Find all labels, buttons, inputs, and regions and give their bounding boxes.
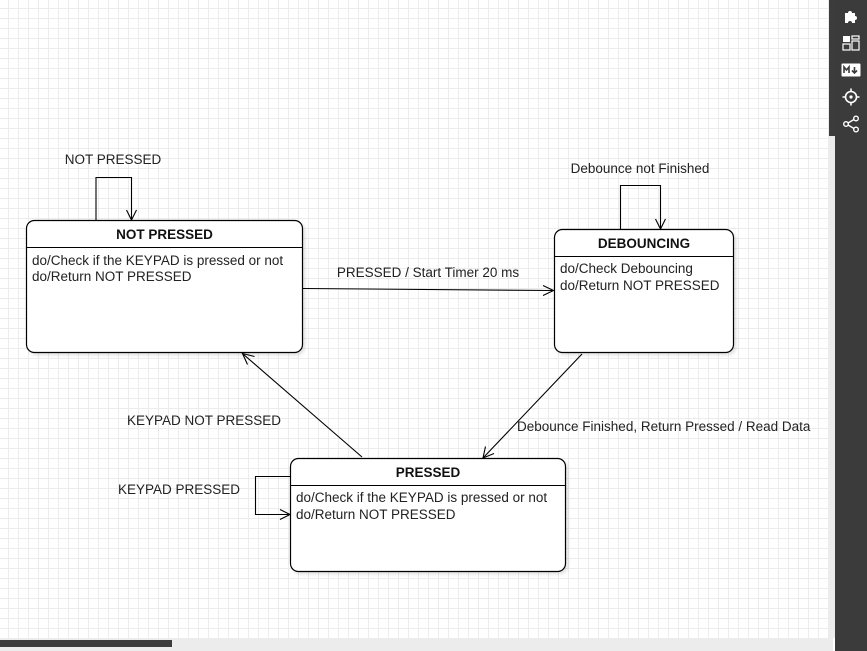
state-diagram: NOT PRESSED do/Check if the KEYPAD is pr… xyxy=(25,152,811,573)
transition-label: KEYPAD PRESSED xyxy=(118,482,240,497)
horizontal-scrollbar-thumb[interactable] xyxy=(0,640,172,647)
state-action-line: do/Check if the KEYPAD is pressed or not xyxy=(296,490,547,505)
state-action-line: do/Check if the KEYPAD is pressed or not xyxy=(32,253,283,268)
markdown-icon[interactable] xyxy=(835,57,867,83)
vertical-scrollbar[interactable] xyxy=(829,0,835,638)
transition-label: Debounce not Finished xyxy=(571,161,710,176)
state-not-pressed[interactable]: NOT PRESSED do/Check if the KEYPAD is pr… xyxy=(25,219,304,354)
state-action-line: do/Check Debouncing xyxy=(560,261,693,276)
transition-self-debouncing[interactable]: Debounce not Finished xyxy=(571,161,710,231)
state-title: DEBOUNCING xyxy=(598,236,690,251)
transition-label: NOT PRESSED xyxy=(65,152,162,167)
state-debouncing[interactable]: DEBOUNCING do/Check Debouncing do/Return… xyxy=(553,228,735,354)
state-action-line: do/Return NOT PRESSED xyxy=(296,507,456,522)
target-icon[interactable] xyxy=(835,84,867,110)
transition-self-not-pressed[interactable]: NOT PRESSED xyxy=(65,152,162,222)
transition-label: Debounce Finished, Return Pressed / Read… xyxy=(517,419,811,434)
puzzle-icon[interactable] xyxy=(835,3,867,29)
transition-label: PRESSED / Start Timer 20 ms xyxy=(337,265,520,280)
share-icon[interactable] xyxy=(835,111,867,137)
right-sidebar xyxy=(835,0,867,651)
state-action-line: do/Return NOT PRESSED xyxy=(32,269,192,284)
state-title: NOT PRESSED xyxy=(116,227,213,242)
vertical-scrollbar-thumb[interactable] xyxy=(829,0,835,136)
transition-debouncing-to-pressed[interactable]: Debounce Finished, Return Pressed / Read… xyxy=(482,353,811,459)
state-pressed[interactable]: PRESSED do/Check if the KEYPAD is presse… xyxy=(289,457,567,573)
transition-label: KEYPAD NOT PRESSED xyxy=(127,413,281,428)
transition-not-pressed-to-debouncing[interactable]: PRESSED / Start Timer 20 ms xyxy=(302,265,555,296)
horizontal-scrollbar[interactable] xyxy=(0,638,833,651)
state-title: PRESSED xyxy=(396,465,461,480)
transition-pressed-to-not-pressed[interactable]: KEYPAD NOT PRESSED xyxy=(127,352,363,458)
layout-icon[interactable] xyxy=(835,30,867,56)
state-action-line: do/Return NOT PRESSED xyxy=(560,278,720,293)
transition-self-pressed[interactable]: KEYPAD PRESSED xyxy=(118,475,292,520)
